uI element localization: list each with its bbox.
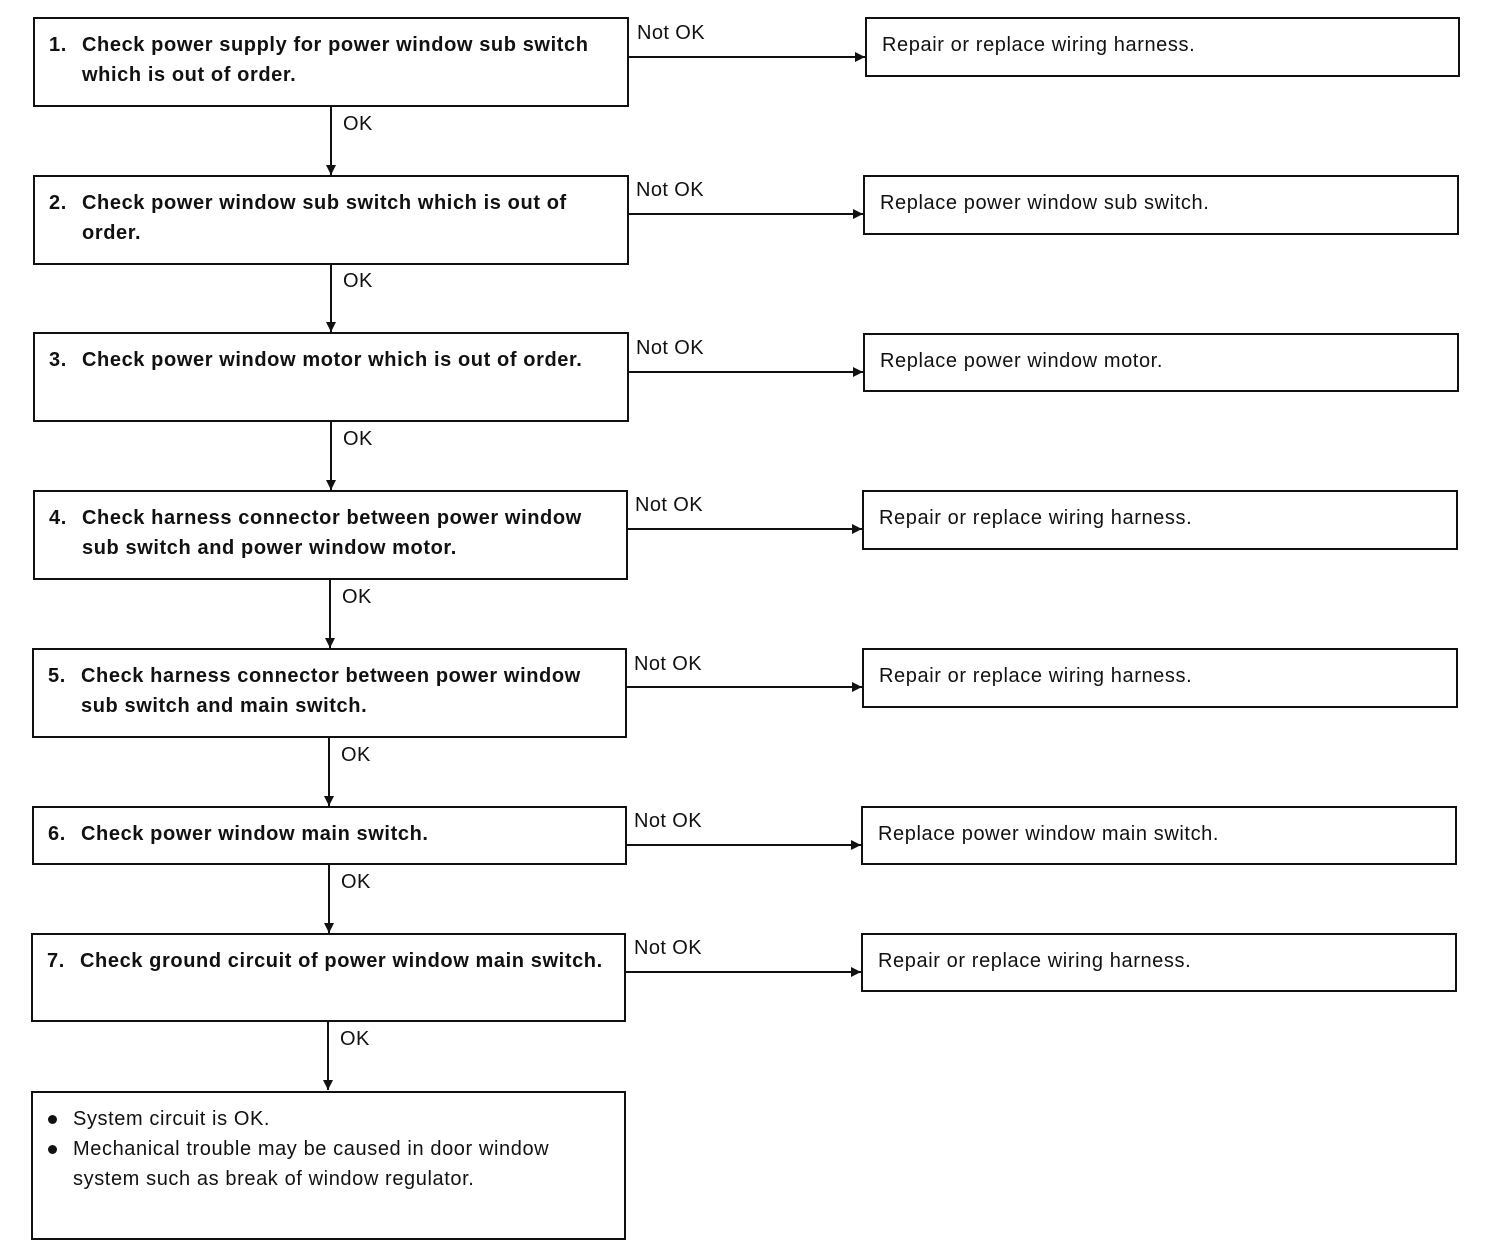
not-ok-label: Not OK — [636, 337, 704, 359]
ok-label: OK — [343, 270, 373, 292]
ok-label: OK — [340, 1028, 370, 1050]
ok-label: OK — [343, 428, 373, 450]
step-number: 6. — [48, 823, 66, 845]
result-text: Replace power window motor. — [880, 350, 1163, 372]
not-ok-label: Not OK — [634, 937, 702, 959]
not-ok-label: Not OK — [634, 653, 702, 675]
not-ok-label: Not OK — [636, 179, 704, 201]
final-bullet-text: Mechanical trouble may be caused in door… — [73, 1138, 550, 1190]
step-6-box: 6. Check power window main switch. — [32, 806, 627, 865]
step-text: Check harness connector between power wi… — [82, 507, 582, 559]
result-2-box: Replace power window sub switch. — [863, 175, 1459, 235]
step-number: 4. — [49, 507, 67, 529]
result-text: Replace power window main switch. — [878, 823, 1220, 845]
step-2-box: 2. Check power window sub switch which i… — [33, 175, 629, 265]
step-number: 1. — [49, 34, 67, 56]
step-text: Check ground circuit of power window mai… — [80, 950, 603, 972]
final-bullet-item: System circuit is OK. — [46, 1104, 614, 1134]
result-1-box: Repair or replace wiring harness. — [865, 17, 1460, 77]
step-7-box: 7. Check ground circuit of power window … — [31, 933, 626, 1022]
result-4-box: Repair or replace wiring harness. — [862, 490, 1458, 550]
step-3-box: 3. Check power window motor which is out… — [33, 332, 629, 422]
ok-label: OK — [342, 586, 372, 608]
step-text: Check power window sub switch which is o… — [82, 192, 567, 244]
result-text: Repair or replace wiring harness. — [879, 665, 1193, 687]
step-text: Check power window motor which is out of… — [82, 349, 583, 371]
not-ok-label: Not OK — [635, 494, 703, 516]
step-number: 2. — [49, 192, 67, 214]
step-5-box: 5. Check harness connector between power… — [32, 648, 627, 738]
ok-label: OK — [341, 744, 371, 766]
step-4-box: 4. Check harness connector between power… — [33, 490, 628, 580]
result-text: Repair or replace wiring harness. — [879, 507, 1193, 529]
result-text: Repair or replace wiring harness. — [878, 950, 1192, 972]
not-ok-label: Not OK — [634, 810, 702, 832]
step-number: 7. — [47, 950, 65, 972]
step-text: Check harness connector between power wi… — [81, 665, 581, 717]
final-bullet-text: System circuit is OK. — [73, 1108, 271, 1130]
result-text: Replace power window sub switch. — [880, 192, 1210, 214]
bullet-icon — [48, 1115, 57, 1124]
result-text: Repair or replace wiring harness. — [882, 34, 1196, 56]
final-bullet-list: System circuit is OK. Mechanical trouble… — [46, 1104, 614, 1194]
not-ok-label: Not OK — [637, 22, 705, 44]
step-text: Check power window main switch. — [81, 823, 429, 845]
ok-label: OK — [343, 113, 373, 135]
result-5-box: Repair or replace wiring harness. — [862, 648, 1458, 708]
final-bullet-item: Mechanical trouble may be caused in door… — [46, 1134, 614, 1194]
final-result-box: System circuit is OK. Mechanical trouble… — [31, 1091, 626, 1240]
result-6-box: Replace power window main switch. — [861, 806, 1457, 865]
step-1-box: 1. Check power supply for power window s… — [33, 17, 629, 107]
step-text: Check power supply for power window sub … — [82, 34, 589, 86]
result-3-box: Replace power window motor. — [863, 333, 1459, 392]
step-number: 3. — [49, 349, 67, 371]
result-7-box: Repair or replace wiring harness. — [861, 933, 1457, 992]
ok-label: OK — [341, 871, 371, 893]
step-number: 5. — [48, 665, 66, 687]
bullet-icon — [48, 1145, 57, 1154]
